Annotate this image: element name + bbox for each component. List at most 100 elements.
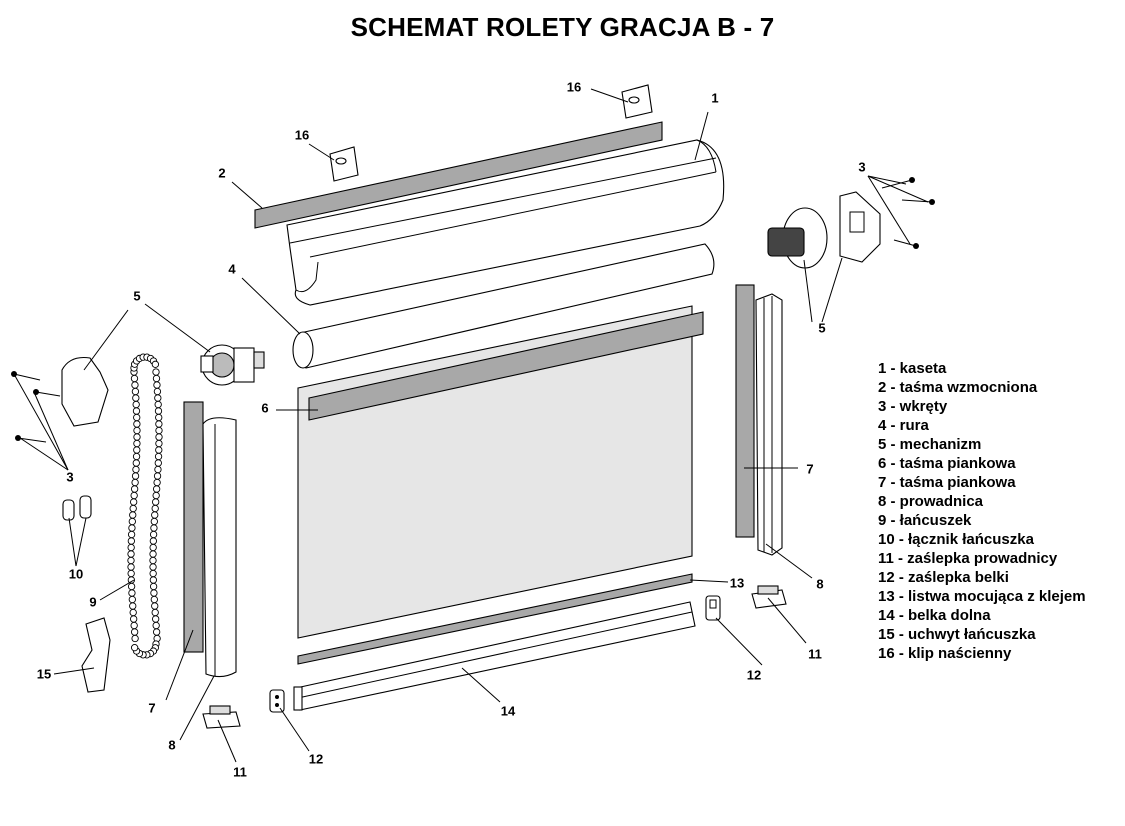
chain-bead xyxy=(127,563,135,571)
chain-bead xyxy=(133,426,141,435)
chain-bead xyxy=(133,446,141,454)
callout-13: 13 xyxy=(730,575,744,590)
chain-bead xyxy=(155,420,163,428)
legend-item: 13 - listwa mocująca z klejem xyxy=(878,588,1086,605)
chain-bead xyxy=(131,634,139,643)
chain-bead xyxy=(127,537,135,545)
chain-bead xyxy=(154,407,163,415)
callout-6: 6 xyxy=(261,400,268,415)
chain-bead xyxy=(150,524,158,532)
tube-4 xyxy=(292,243,715,369)
chain-bead xyxy=(133,433,141,441)
guide-rail-8-left xyxy=(202,417,237,678)
chain-bead xyxy=(127,530,136,539)
chain-bead xyxy=(151,511,159,519)
legend-item: 3 - wkręty xyxy=(878,398,948,415)
chain-bead xyxy=(132,400,140,409)
chain-bead xyxy=(149,563,157,571)
callout-5-right: 5 xyxy=(818,320,825,335)
legend-item: 7 - taśma piankowa xyxy=(878,474,1016,491)
chain-bead xyxy=(127,556,135,565)
chain-bead xyxy=(127,582,136,591)
chain-bead xyxy=(155,439,163,448)
mechanism-5-right xyxy=(767,191,881,269)
chain-bead xyxy=(155,446,163,454)
leader-lines xyxy=(13,88,929,763)
chain-bead xyxy=(133,420,141,428)
chain-bead xyxy=(154,465,162,474)
legend-item: 5 - mechanizm xyxy=(878,436,982,453)
chain-bead xyxy=(129,511,137,519)
chain-bead xyxy=(155,413,163,422)
legend-item: 6 - taśma piankowa xyxy=(878,455,1016,472)
legend-item: 10 - łącznik łańcuszka xyxy=(878,531,1034,548)
chain-bead xyxy=(149,530,158,539)
bar-end-cap-12-right xyxy=(705,595,721,621)
callout-15: 15 xyxy=(37,666,51,681)
bottom-bar-14 xyxy=(293,601,696,711)
foam-tape-7-right xyxy=(735,284,755,538)
legend-item: 1 - kaseta xyxy=(878,360,947,377)
chain-bead xyxy=(152,628,161,636)
chain-bead xyxy=(155,433,163,441)
guide-cap-11-left xyxy=(202,705,241,729)
guide-rail-8-right xyxy=(755,293,783,556)
mechanism-5-left xyxy=(200,344,265,386)
bar-end-cap-12-left xyxy=(269,689,285,713)
chain-bead xyxy=(154,459,162,467)
callout-9: 9 xyxy=(89,594,96,609)
chain-bead xyxy=(133,413,141,422)
legend-item: 11 - zaślepka prowadnicy xyxy=(878,550,1058,567)
chain-bead xyxy=(151,360,160,368)
chain-bead xyxy=(130,628,139,636)
chain-bead xyxy=(149,556,157,565)
legend-item: 9 - łańcuszek xyxy=(878,512,972,529)
chain-bead xyxy=(153,478,161,487)
chain-bead xyxy=(132,459,140,467)
callout-7-right: 7 xyxy=(806,461,813,476)
legend-item: 8 - prowadnica xyxy=(878,493,984,510)
chain-bead xyxy=(132,394,140,402)
chain-bead xyxy=(154,400,162,409)
callout-5-left: 5 xyxy=(133,288,140,303)
chain-bead xyxy=(130,374,139,383)
reinforced-tape-2 xyxy=(254,121,663,229)
chain-bead xyxy=(132,452,141,461)
chain-connectors-10 xyxy=(62,495,92,521)
cassette-1 xyxy=(286,139,725,306)
callout-3-right: 3 xyxy=(858,159,865,174)
callout-1: 1 xyxy=(711,90,718,105)
chain-bead xyxy=(153,472,162,480)
chain-bead xyxy=(132,407,141,415)
callout-8-right: 8 xyxy=(816,576,823,591)
legend-item: 15 - uchwyt łańcuszka xyxy=(878,626,1036,643)
chain-bead xyxy=(133,439,141,448)
chain-bead xyxy=(132,465,140,474)
callout-12-left: 12 xyxy=(309,751,323,766)
chain-bead xyxy=(151,504,159,513)
chain-bead xyxy=(151,602,159,610)
chain-bead xyxy=(152,498,160,506)
chain-holder-15 xyxy=(81,617,111,693)
callout-8-left: 8 xyxy=(168,737,175,752)
screws-3-right xyxy=(881,177,935,249)
chain-bead xyxy=(129,504,137,513)
wall-clip-16-left xyxy=(329,146,359,182)
chain-bead xyxy=(131,472,140,480)
chain-bead xyxy=(154,394,162,402)
chain-bead xyxy=(154,452,163,461)
callout-16-left: 16 xyxy=(295,127,309,142)
callout-11-right: 11 xyxy=(808,646,822,661)
chain-bead xyxy=(150,589,158,597)
legend-item: 2 - taśma wzmocniona xyxy=(878,379,1038,396)
legend-item: 14 - belka dolna xyxy=(878,607,991,624)
parts-legend: 1 - kaseta 2 - taśma wzmocniona 3 - wkrę… xyxy=(878,359,1086,663)
legend-item: 4 - rura xyxy=(878,417,929,434)
chain-bead xyxy=(130,485,139,493)
chain-bead xyxy=(131,478,139,487)
chain-bead xyxy=(152,374,161,383)
chain-bead xyxy=(149,576,157,584)
diagram-title: SCHEMAT ROLETY GRACJA B - 7 xyxy=(350,12,775,42)
chain-bead xyxy=(127,569,135,578)
chain-bead xyxy=(151,608,159,617)
